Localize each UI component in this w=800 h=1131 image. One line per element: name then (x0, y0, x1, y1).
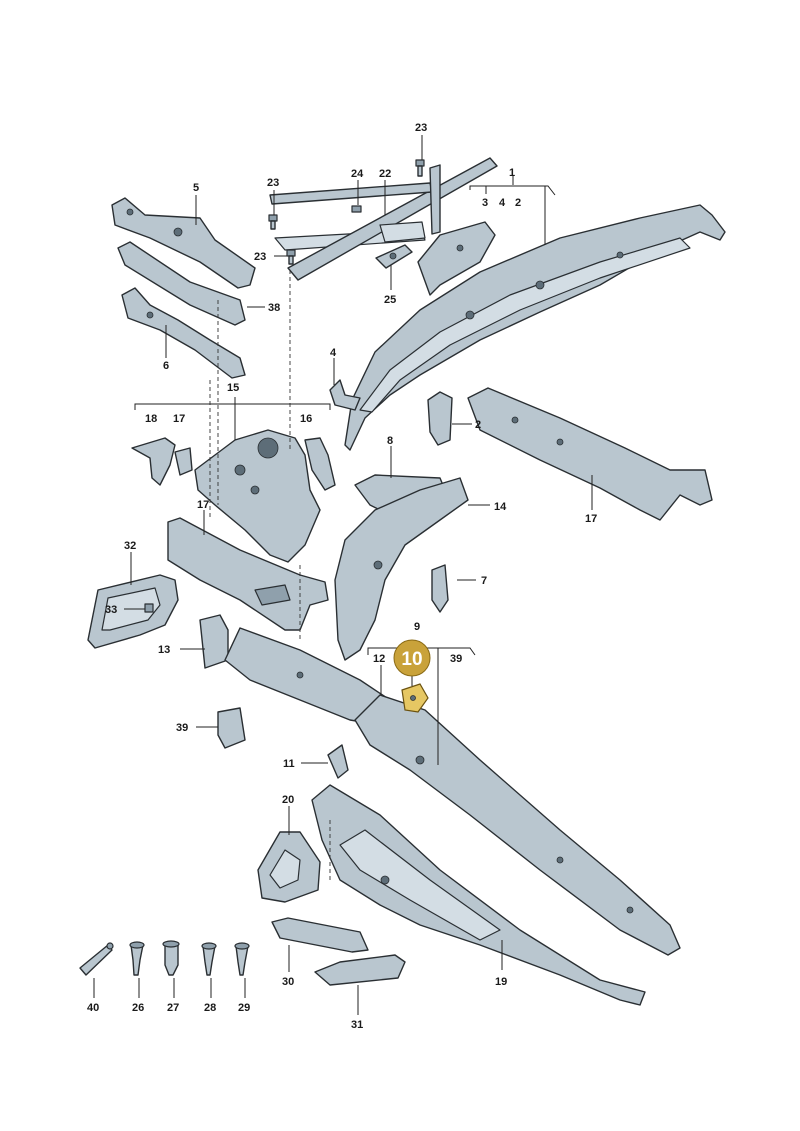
part-33-bolt[interactable] (144, 603, 154, 613)
callout-5: 5 (193, 182, 199, 194)
callout-2: 2 (515, 197, 521, 209)
callout-24: 24 (351, 168, 364, 180)
part-24-nut[interactable] (351, 205, 362, 213)
part-10-highlighted-bracket[interactable] (401, 683, 429, 713)
callout-31: 31 (351, 1019, 363, 1031)
part-23-bolt-b[interactable] (415, 159, 425, 177)
callout-23: 23 (254, 251, 266, 263)
part-32-frame[interactable] (87, 574, 179, 649)
callout-11: 11 (283, 758, 295, 770)
highlight-callout-10[interactable]: 10 (393, 639, 431, 677)
part-16-bracket[interactable] (304, 437, 336, 491)
callout-32: 32 (124, 540, 136, 552)
part-14-wheelhouse-panel[interactable] (334, 477, 469, 661)
callout-labels: 1 3 4 2 23 22 24 23 23 25 5 38 6 4 15 18… (87, 122, 597, 1031)
part-31-plate[interactable] (314, 954, 406, 986)
callout-19: 19 (495, 976, 507, 988)
part-13-bracket[interactable] (199, 614, 229, 669)
part-2-bracket[interactable] (427, 391, 453, 446)
callout-25: 25 (384, 294, 396, 306)
callout-27: 27 (167, 1002, 179, 1014)
part-19-floor-longitudinal[interactable] (311, 784, 646, 1006)
part-29-clip[interactable] (234, 942, 250, 976)
part-23-bolt-c[interactable] (286, 249, 296, 265)
part-7-bracket[interactable] (431, 564, 449, 613)
part-38-panel[interactable] (117, 241, 246, 326)
part-30-plate[interactable] (271, 917, 369, 953)
callout-17: 17 (197, 499, 209, 511)
callout-12: 12 (373, 653, 385, 665)
part-3-bracket[interactable] (417, 221, 496, 296)
callout-8: 8 (387, 435, 393, 447)
callout-33: 33 (105, 604, 117, 616)
callout-38: 38 (268, 302, 280, 314)
part-11-bracket[interactable] (327, 744, 349, 779)
callout-22: 22 (379, 168, 391, 180)
callout-40: 40 (87, 1002, 99, 1014)
callout-1: 1 (509, 167, 515, 179)
part-17-small-bracket[interactable] (174, 447, 193, 476)
leader-lines (93, 135, 593, 1015)
callout-13: 13 (158, 644, 170, 656)
part-25-bracket[interactable] (375, 244, 413, 269)
callout-14: 14 (494, 501, 507, 513)
callout-9: 9 (414, 621, 420, 633)
callout-3: 3 (482, 197, 488, 209)
callout-17: 17 (585, 513, 597, 525)
part-28-clip[interactable] (201, 942, 217, 976)
part-5-panel[interactable] (111, 197, 256, 289)
part-20-box[interactable] (257, 831, 321, 903)
callout-26: 26 (132, 1002, 144, 1014)
callout-28: 28 (204, 1002, 216, 1014)
part-26-clip[interactable] (129, 941, 145, 976)
callout-4: 4 (499, 197, 506, 209)
dashed-alignment-lines (209, 270, 331, 880)
part-9-lower-longitudinal-member[interactable] (354, 694, 681, 956)
part-17-right-member[interactable] (467, 387, 713, 521)
callout-20: 20 (282, 794, 294, 806)
callout-29: 29 (238, 1002, 250, 1014)
part-15-strut-tower[interactable] (194, 429, 321, 563)
callout-30: 30 (282, 976, 294, 988)
part-6-panel[interactable] (121, 287, 246, 379)
callout-2: 2 (475, 419, 481, 431)
callout-23: 23 (415, 122, 427, 134)
callout-15: 15 (227, 382, 239, 394)
callout-18: 18 (145, 413, 157, 425)
callout-23: 23 (267, 177, 279, 189)
callout-17: 17 (173, 413, 185, 425)
highlight-label: 10 (401, 649, 422, 670)
part-39-bracket[interactable] (217, 707, 246, 749)
callout-39: 39 (176, 722, 188, 734)
part-40-pin[interactable] (79, 942, 114, 976)
part-18-bracket[interactable] (131, 437, 176, 486)
callout-39: 39 (450, 653, 462, 665)
part-23-bolt-a[interactable] (268, 214, 278, 230)
part-22-strut-brace[interactable] (269, 157, 498, 281)
callout-16: 16 (300, 413, 312, 425)
callout-4: 4 (330, 347, 337, 359)
part-27-clip[interactable] (162, 940, 180, 976)
part-4-bracket[interactable] (329, 379, 361, 411)
callout-7: 7 (481, 575, 487, 587)
part-1-upper-longitudinal-member[interactable] (344, 204, 726, 451)
callout-6: 6 (163, 360, 169, 372)
part-17-lower-left-member[interactable] (167, 517, 329, 631)
